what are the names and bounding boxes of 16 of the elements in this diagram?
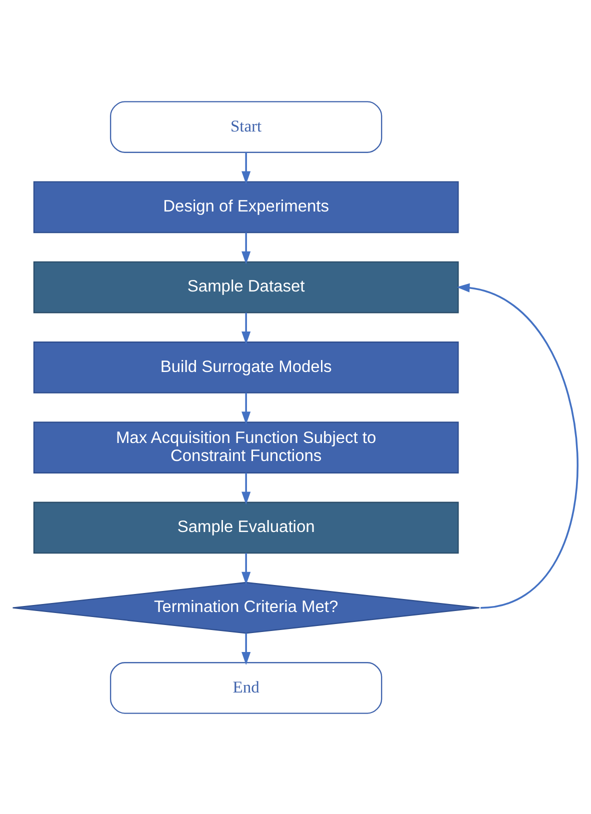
arrow xyxy=(242,552,251,584)
arrow xyxy=(242,472,251,504)
arrow xyxy=(242,632,251,665)
node-box: Sample Evaluation xyxy=(33,501,459,554)
arrow xyxy=(456,282,578,608)
node-box: Start xyxy=(110,100,382,152)
node-box: End xyxy=(110,662,382,714)
arrow xyxy=(242,232,251,264)
node-box: Design of Experiments xyxy=(33,180,459,233)
arrow xyxy=(242,392,251,424)
node-diamond: Termination Criteria Met? xyxy=(12,581,480,634)
arrow xyxy=(242,312,251,344)
arrow xyxy=(242,152,251,184)
node-box: Sample Dataset xyxy=(33,260,459,313)
node-box: Max Acquisition Function Subject to Constraint Functions xyxy=(33,421,459,473)
node-box: Build Surrogate Models xyxy=(33,341,459,393)
